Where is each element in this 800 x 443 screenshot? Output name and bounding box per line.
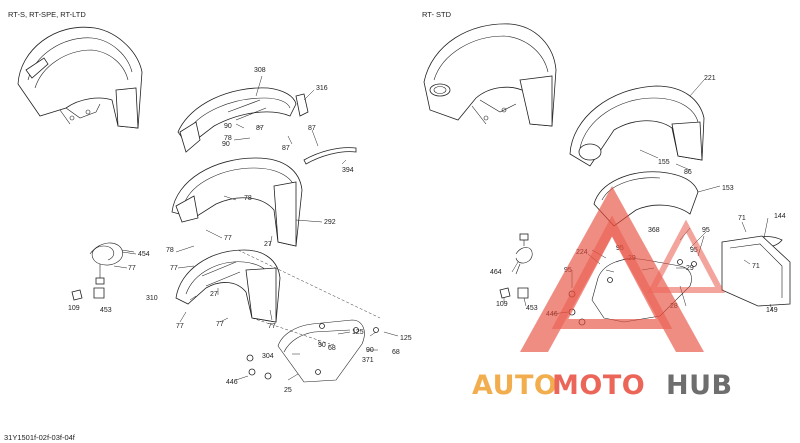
part-292-body xyxy=(171,157,303,247)
part-310-liner xyxy=(175,249,281,323)
callout-453: 453 xyxy=(100,307,112,314)
part-28-bracket xyxy=(591,258,697,323)
callout-87: 87 xyxy=(256,125,264,132)
callout-155: 155 xyxy=(658,159,670,166)
callout-464: 464 xyxy=(490,269,502,276)
callout-86: 86 xyxy=(684,169,692,176)
callout-77: 77 xyxy=(268,323,276,330)
part-149-side-panel xyxy=(721,235,791,307)
saddlebag-assembly-right xyxy=(423,23,557,127)
callout-316: 316 xyxy=(316,85,328,92)
part-304-371-bracket xyxy=(277,319,379,383)
callout-77: 77 xyxy=(176,323,184,330)
header-left: RT-S, RT-SPE, RT-LTD xyxy=(8,10,86,19)
callout-90: 90 xyxy=(224,123,232,130)
callout-368: 368 xyxy=(648,227,660,234)
header-right: RT- STD xyxy=(422,10,452,19)
callout-109: 109 xyxy=(68,305,80,312)
part-446-bolts xyxy=(246,354,272,380)
part-394-strip xyxy=(303,147,357,165)
callout-308: 308 xyxy=(254,67,266,74)
callout-446: 446 xyxy=(226,379,238,386)
part-109 xyxy=(71,289,83,301)
callout-87: 87 xyxy=(282,145,290,152)
callout-29: 29 xyxy=(686,265,694,272)
callout-371: 371 xyxy=(362,357,374,364)
part-308-lid xyxy=(177,87,297,153)
part-109-right xyxy=(499,287,511,299)
part-453-right xyxy=(517,287,529,299)
callout-153: 153 xyxy=(722,185,734,192)
callout-87: 87 xyxy=(308,125,316,132)
callout-454: 454 xyxy=(138,251,150,258)
callout-453: 453 xyxy=(526,305,538,312)
callout-77: 77 xyxy=(224,235,232,242)
callout-25: 25 xyxy=(284,387,292,394)
saddlebag-assembly-left xyxy=(17,26,143,129)
callout-292: 292 xyxy=(324,219,336,226)
callout-95: 95 xyxy=(702,227,710,234)
callout-77: 77 xyxy=(216,321,224,328)
callout-90: 90 xyxy=(366,347,374,354)
callout-77: 77 xyxy=(128,265,136,272)
callout-71: 71 xyxy=(752,263,760,270)
callout-310: 310 xyxy=(146,295,158,302)
callout-90: 90 xyxy=(318,342,326,349)
callout-95: 95 xyxy=(690,247,698,254)
part-316 xyxy=(295,93,309,117)
callout-90: 90 xyxy=(222,141,230,148)
callout-68: 68 xyxy=(392,349,400,356)
callout-78: 78 xyxy=(224,135,232,142)
callout-221: 221 xyxy=(704,75,716,82)
callout-78: 78 xyxy=(166,247,174,254)
watermark-logo: AUTO MOTO HUB xyxy=(472,186,733,401)
leaders-left xyxy=(113,75,399,381)
callout-149: 149 xyxy=(766,307,778,314)
callout-68: 68 xyxy=(328,345,336,352)
callout-71: 71 xyxy=(738,215,746,222)
callout-27: 27 xyxy=(264,241,272,248)
watermark-moto: MOTO xyxy=(552,370,645,401)
callout-125: 125 xyxy=(400,335,412,342)
callout-77: 77 xyxy=(170,265,178,272)
part-454-harness xyxy=(89,242,135,285)
callout-27: 27 xyxy=(210,291,218,298)
watermark-auto: AUTO xyxy=(472,370,557,401)
footer-code: 31Y1501f-02f-03f-04f xyxy=(4,433,76,442)
callout-144: 144 xyxy=(774,213,786,220)
part-464-harness xyxy=(515,233,533,275)
callout-125: 125 xyxy=(352,329,364,336)
callout-304: 304 xyxy=(262,353,274,360)
watermark-hub: HUB xyxy=(666,370,733,401)
callout-78: 78 xyxy=(244,195,252,202)
part-453 xyxy=(93,287,105,299)
part-221-lid xyxy=(569,85,705,167)
callout-394: 394 xyxy=(342,167,354,174)
callout-109: 109 xyxy=(496,301,508,308)
callouts-left: 308 316 90 87 78 90 87 87 394 78 292 77 … xyxy=(68,67,412,394)
